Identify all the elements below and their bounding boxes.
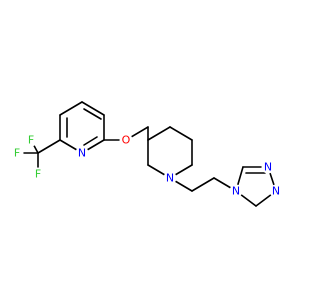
atom-label-n: N [272, 185, 280, 198]
atom-label-n: N [78, 147, 86, 160]
bond [191, 177, 215, 192]
atom-n-pyridine: N [75, 146, 89, 160]
atom-label-n: N [264, 161, 272, 174]
atom-o-ether: O [119, 133, 133, 147]
atom-label-n: N [166, 172, 174, 185]
atom-n-triazole-2: N [261, 160, 275, 174]
atom-f-bottom: F [31, 167, 45, 181]
molecule-diagram: F F F N O N N [10, 101, 283, 207]
atom-label-o: O [122, 134, 131, 147]
bond [81, 101, 105, 116]
bond [169, 126, 193, 141]
atom-label-f: F [28, 134, 34, 147]
bond [37, 139, 61, 154]
atom-label-n: N [232, 185, 240, 198]
atom-n-triazole-3: N [269, 184, 283, 198]
bond [147, 126, 171, 141]
atom-n-triazole-1: N [229, 184, 243, 198]
atom-label-f: F [14, 147, 20, 160]
atom-f-top: F [24, 133, 38, 147]
atom-f-left: F [10, 146, 24, 160]
bond [59, 101, 83, 116]
atom-label-f: F [35, 168, 41, 181]
bond [83, 108, 102, 120]
bond [83, 136, 98, 146]
atom-labels: F F F N O N N [10, 133, 283, 198]
atom-n-piperidine: N [163, 171, 177, 185]
molecule-svg: F F F N O N N [10, 101, 283, 207]
